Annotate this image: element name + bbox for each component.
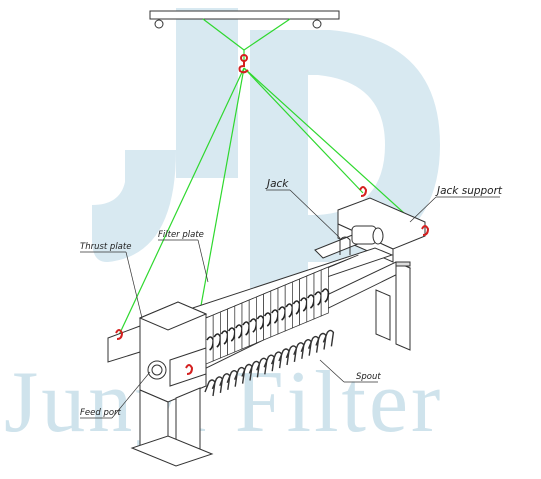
lifting-hook-icon [115,329,124,340]
spout [322,329,335,347]
lifting-hook-icon [421,225,430,236]
filter-plate-label: Filter plate [158,230,204,240]
watermark-text: Junyi Filter [4,354,444,451]
leader-lines [80,189,500,419]
spout-label: Spout [356,372,381,382]
crane-hook-icon [238,54,249,74]
lifting-hooks [115,186,430,375]
jack-label: Jack [267,178,289,190]
lifting-hook-icon [185,364,194,375]
crane-beam [149,10,340,29]
filter-plate-stack [205,254,359,365]
feed-port-label: Feed port [80,408,121,418]
watermark-logo [92,8,440,300]
spout-row [204,329,335,397]
filter-plate [320,254,359,317]
lifting-hook-icon [359,186,368,197]
jack-cylinder [314,225,384,259]
thrust-plate-label: Thrust plate [80,242,132,252]
jack-support-label: Jack support [437,185,503,197]
